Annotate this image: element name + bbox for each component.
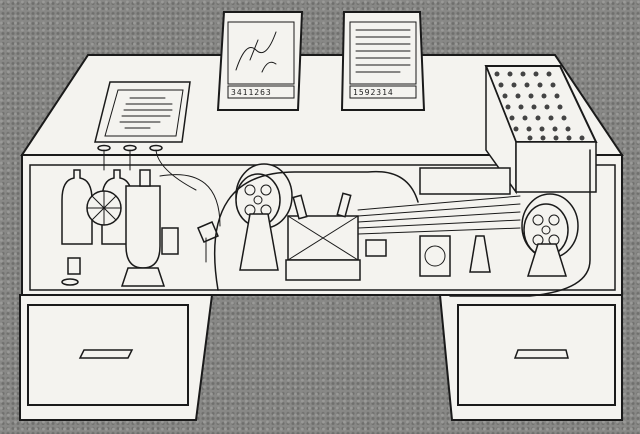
right-film-reel [521, 193, 579, 277]
left-screen-counter: 3411263 [231, 88, 272, 97]
left-drawer-handle[interactable] [78, 349, 134, 359]
keyboard-keys[interactable] [494, 71, 585, 141]
control-knobs[interactable] [97, 144, 197, 191]
platen-document [94, 81, 191, 143]
right-screen-counter: 1592314 [353, 88, 394, 97]
left-film-reel [235, 163, 293, 271]
film-band [357, 195, 521, 235]
right-screen: 1592314 [340, 11, 426, 111]
cable [213, 170, 419, 291]
right-drawer-handle[interactable] [513, 349, 569, 359]
camera-machinery [61, 169, 221, 287]
keyboard[interactable] [484, 65, 598, 195]
recorder-units [365, 167, 511, 277]
keyboard-cable [449, 149, 591, 297]
projector-unit [285, 192, 361, 281]
left-screen: 3411263 [216, 11, 304, 111]
